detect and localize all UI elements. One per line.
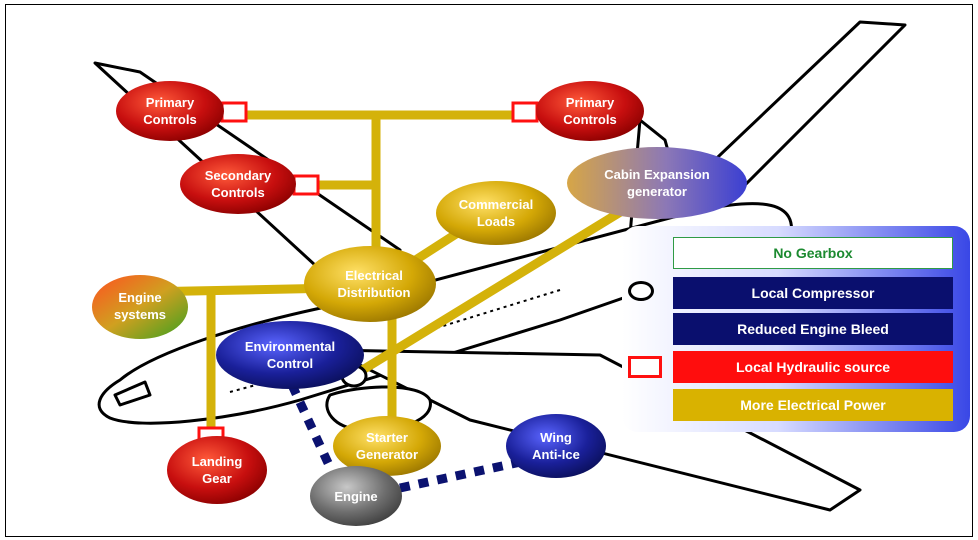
- node-label-line2: Controls: [143, 112, 196, 127]
- node-label-line2: Gear: [202, 471, 232, 486]
- node-label-line1: Engine: [334, 489, 377, 504]
- bleed-air-lines: [287, 383, 531, 493]
- node-label-line1: Environmental: [245, 339, 335, 354]
- node-label-line1: Starter: [366, 430, 408, 445]
- node-label-line1: Engine: [118, 290, 161, 305]
- node-label-line2: systems: [114, 307, 166, 322]
- node-primary-controls-left: Primary Controls: [116, 81, 224, 141]
- hydraulic-icon-primary-left: [220, 101, 248, 123]
- node-commercial-loads: Commercial Loads: [436, 181, 556, 245]
- node-starter-generator: Starter Generator: [333, 416, 441, 476]
- node-primary-controls-right: Primary Controls: [536, 81, 644, 141]
- node-environmental-control: Environmental Control: [216, 321, 364, 389]
- node-secondary-controls: Secondary Controls: [180, 154, 296, 214]
- node-cabin-expansion-generator: Cabin Expansion generator: [567, 147, 747, 219]
- node-label-line1: Landing: [192, 454, 243, 469]
- node-label-line1: Secondary: [205, 168, 272, 183]
- hydraulic-icon-secondary: [292, 174, 320, 196]
- node-engine-systems: Engine systems: [92, 275, 188, 339]
- legend-more-electrical-power: More Electrical Power: [673, 389, 953, 421]
- legend-local-hydraulic-source: Local Hydraulic source: [673, 351, 953, 383]
- hydraulic-icon-primary-right: [511, 101, 539, 123]
- node-label-line2: Anti-Ice: [532, 447, 580, 462]
- node-label-line2: Controls: [563, 112, 616, 127]
- node-label-line2: Distribution: [338, 285, 411, 300]
- node-label-line1: Electrical: [345, 268, 403, 283]
- node-landing-gear: Landing Gear: [167, 436, 267, 504]
- node-label-line2: Controls: [211, 185, 264, 200]
- node-label-line2: Control: [267, 356, 313, 371]
- node-label-line1: Wing: [540, 430, 572, 445]
- node-label-line1: Primary: [566, 95, 615, 110]
- node-label-line1: Cabin Expansion: [604, 167, 710, 182]
- legend-hydraulic-icon: [628, 356, 662, 378]
- node-engine: Engine: [310, 466, 402, 526]
- legend-compressor-icon: [628, 281, 654, 301]
- node-label-line2: generator: [627, 184, 687, 199]
- legend-reduced-engine-bleed: Reduced Engine Bleed: [673, 313, 953, 345]
- node-wing-anti-ice: Wing Anti-Ice: [506, 414, 606, 478]
- legend-no-gearbox: No Gearbox: [673, 237, 953, 269]
- node-electrical-distribution: Electrical Distribution: [304, 246, 436, 322]
- node-label-line1: Primary: [146, 95, 195, 110]
- diagram-frame: [5, 4, 973, 537]
- node-label-line2: Loads: [477, 214, 515, 229]
- node-label-line1: Commercial: [459, 197, 533, 212]
- node-label-line2: Generator: [356, 447, 418, 462]
- legend-local-compressor: Local Compressor: [673, 277, 953, 309]
